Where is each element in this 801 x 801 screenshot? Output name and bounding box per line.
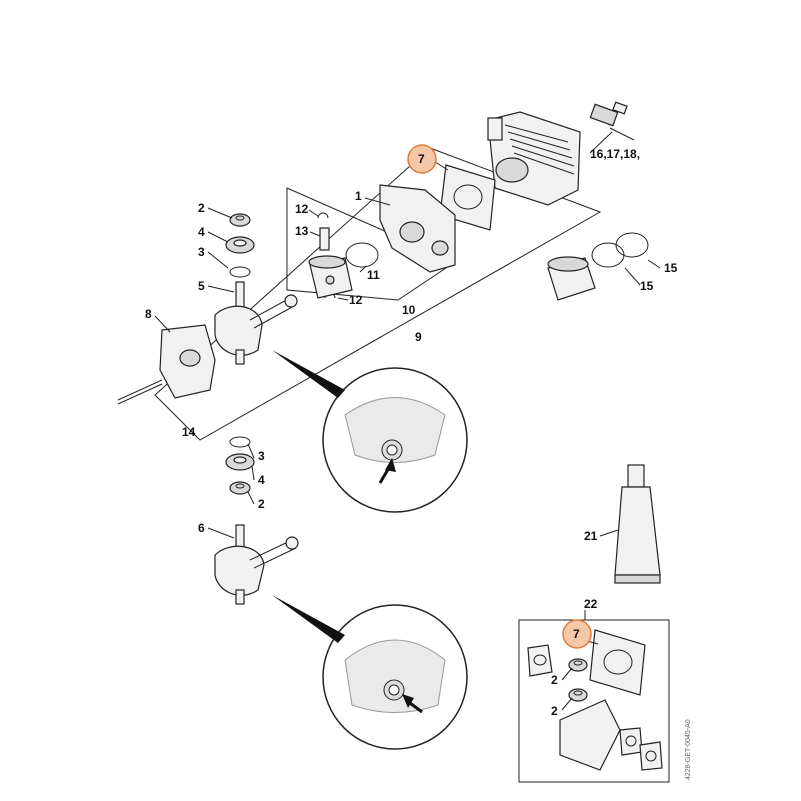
piston — [308, 255, 353, 299]
callout-4-top: 4 — [198, 225, 205, 239]
callout-9: 9 — [415, 330, 422, 344]
callout-5: 5 — [198, 279, 205, 293]
kit-gasket-ring-2 — [639, 741, 663, 771]
bearing-top-4 — [225, 236, 255, 254]
bearing-bottom-2 — [229, 481, 251, 495]
piston-ring-right-1 — [591, 242, 625, 268]
cylinder — [487, 111, 581, 206]
callout-21: 21 — [584, 529, 598, 543]
callout-16-17-18: 16,17,18, — [590, 147, 640, 161]
bearing-bottom-4 — [225, 453, 255, 471]
callout-2-kit-1: 2 — [551, 673, 558, 687]
highlight-callout-7-top[interactable] — [407, 144, 437, 174]
detail-pointer-top — [272, 350, 345, 398]
callout-8: 8 — [145, 307, 152, 321]
callout-22: 22 — [584, 597, 598, 611]
callout-2-top: 2 — [198, 201, 205, 215]
callout-4-bottom: 4 — [258, 473, 265, 487]
callout-7-top: 7 — [418, 152, 425, 166]
callout-15-bottom: 15 — [640, 279, 654, 293]
callout-1: 1 — [355, 189, 362, 203]
kit-gasket-ring-1 — [619, 727, 643, 756]
spark-plug — [589, 101, 635, 141]
detail-circle-bottom — [322, 604, 468, 750]
callout-11: 11 — [367, 268, 380, 282]
callout-2-kit-2: 2 — [551, 704, 558, 718]
piston-ring — [345, 242, 379, 268]
highlight-callout-7-kit[interactable] — [562, 619, 592, 649]
callout-14: 14 — [182, 425, 196, 439]
lubricant-tube — [614, 464, 661, 584]
crankcase-8 — [117, 324, 216, 405]
kit-gasket-plate — [559, 699, 621, 771]
callout-15-top: 15 — [664, 261, 678, 275]
callout-3-top: 3 — [198, 245, 205, 259]
callout-10: 10 — [402, 303, 416, 317]
callout-13: 13 — [295, 224, 309, 238]
kit-gasket-small — [527, 644, 553, 677]
piston-ring-right-2 — [615, 232, 649, 258]
bearing-top-2 — [229, 213, 251, 227]
kit-seal-2 — [568, 688, 588, 702]
detail-pointer-bottom — [272, 595, 345, 643]
seal-top-3 — [229, 266, 251, 278]
piston-pin — [319, 227, 330, 251]
engine-assembly-frame — [154, 147, 602, 441]
detail-circle-top — [322, 367, 468, 513]
kit-gasket-large — [589, 629, 646, 696]
crankshaft-6 — [214, 524, 299, 605]
gasket-kit-frame — [518, 619, 670, 783]
callout-12-top: 12 — [295, 202, 309, 216]
callout-6: 6 — [198, 521, 205, 535]
piston-right — [547, 256, 596, 301]
callout-12-bottom: 12 — [349, 293, 363, 307]
drawing-number: 4228-GET-0045-A0 — [685, 719, 692, 780]
callout-3-bottom: 3 — [258, 449, 265, 463]
seal-bottom-3 — [229, 436, 251, 448]
crankcase-half — [379, 184, 456, 273]
callout-2-bottom: 2 — [258, 497, 265, 511]
crankshaft-5 — [214, 281, 298, 365]
kit-seal-1 — [568, 658, 588, 672]
callout-7-kit: 7 — [573, 627, 580, 641]
